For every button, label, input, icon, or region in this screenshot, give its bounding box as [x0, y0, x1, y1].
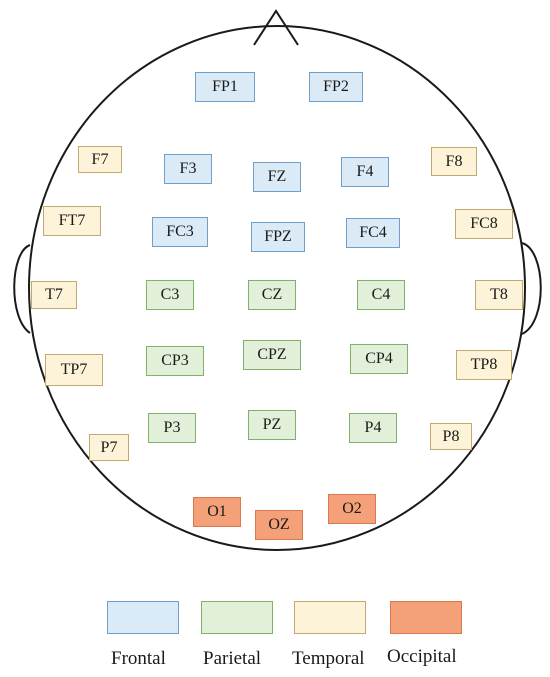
legend-swatch-parietal [201, 601, 273, 634]
electrode-cp4: CP4 [350, 344, 408, 374]
electrode-cz: CZ [248, 280, 296, 310]
electrode-t7: T7 [31, 281, 77, 309]
electrode-p7: P7 [89, 434, 129, 461]
electrode-t8: T8 [475, 280, 523, 310]
electrode-o2: O2 [328, 494, 376, 524]
electrode-cp3: CP3 [146, 346, 204, 376]
legend-swatch-occipital [390, 601, 462, 634]
electrode-ft7: FT7 [43, 206, 101, 236]
electrode-fc8: FC8 [455, 209, 513, 239]
electrode-f8: F8 [431, 147, 477, 176]
left-ear [13, 244, 31, 334]
electrode-f7: F7 [78, 146, 122, 173]
electrode-fz: FZ [253, 162, 301, 192]
legend-label-frontal: Frontal [111, 648, 166, 669]
electrode-p3: P3 [148, 413, 196, 443]
electrode-c3: C3 [146, 280, 194, 310]
electrode-f3: F3 [164, 154, 212, 184]
nose [253, 9, 299, 46]
right-ear [521, 242, 542, 335]
electrode-tp8: TP8 [456, 350, 512, 380]
electrode-f4: F4 [341, 157, 389, 187]
legend-swatch-temporal [294, 601, 366, 634]
electrode-tp7: TP7 [45, 354, 103, 386]
legend-swatch-frontal [107, 601, 179, 634]
electrode-p8: P8 [430, 423, 472, 450]
electrode-fp2: FP2 [309, 72, 363, 102]
electrode-o1: O1 [193, 497, 241, 527]
legend-label-parietal: Parietal [203, 648, 262, 669]
electrode-cpz: CPZ [243, 340, 301, 370]
electrode-oz: OZ [255, 510, 303, 540]
electrode-pz: PZ [248, 410, 296, 440]
electrode-c4: C4 [357, 280, 405, 310]
electrode-fc3: FC3 [152, 217, 208, 247]
electrode-fpz: FPZ [251, 222, 305, 252]
electrode-fp1: FP1 [195, 72, 255, 102]
legend-label-temporal: Temporal [292, 648, 365, 669]
electrode-p4: P4 [349, 413, 397, 443]
legend-label-occipital: Occipital [387, 646, 457, 667]
electrode-fc4: FC4 [346, 218, 400, 248]
head [28, 25, 526, 551]
